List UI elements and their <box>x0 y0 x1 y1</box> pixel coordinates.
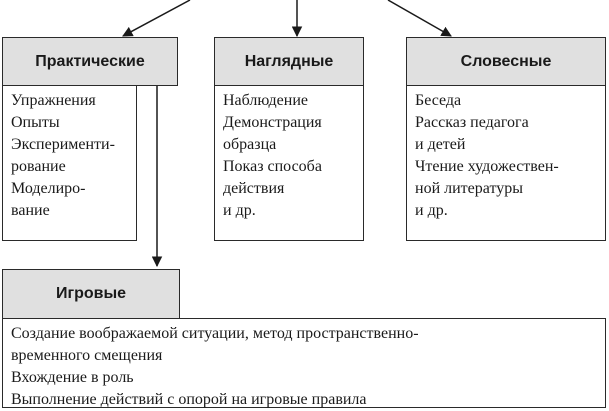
box-game-body: Создание воображаемой ситуации, метод пр… <box>2 318 606 408</box>
verbal-line: ной литературы <box>415 180 523 197</box>
visual-line: действия <box>223 180 285 197</box>
visual-line: образца <box>223 136 277 153</box>
box-practical-title: Практические <box>35 52 145 70</box>
verbal-line: Беседа <box>415 92 462 109</box>
box-verbal-header: Словесные <box>406 37 606 86</box>
box-practical-body: Упражнения Опыты Эксперименти- рование М… <box>2 85 137 241</box>
visual-line: Показ способа <box>223 158 322 175</box>
box-game-title: Игровые <box>55 285 127 302</box>
box-verbal-body: Беседа Рассказ педагога и детей Чтение х… <box>406 85 606 241</box>
box-visual-title: Наглядные <box>244 52 334 70</box>
practical-line: вание <box>11 202 50 219</box>
practical-line: рование <box>11 158 66 175</box>
game-line: Выполнение действий с опорой на игровые … <box>11 391 367 408</box>
verbal-line: Рассказ педагога <box>415 114 529 131</box>
practical-line: Эксперименти- <box>11 136 115 153</box>
arrow-to-practical <box>122 0 191 37</box>
practical-line: Упражнения <box>11 92 96 109</box>
verbal-line: и детей <box>415 136 466 153</box>
practical-line: Опыты <box>11 114 60 131</box>
practical-line: Моделиро- <box>11 180 86 197</box>
box-visual-header: Наглядные <box>214 37 364 86</box>
game-line: временного смещения <box>11 347 163 364</box>
connector-arrows <box>122 0 452 268</box>
box-game-header: Игровые <box>2 269 180 319</box>
game-line: Создание воображаемой ситуации, метод пр… <box>11 325 419 342</box>
visual-line: и др. <box>223 202 256 219</box>
verbal-line: и др. <box>415 202 448 219</box>
box-visual-body: Наблюдение Демонстрация образца Показ сп… <box>214 85 364 241</box>
arrow-to-verbal <box>387 0 452 37</box>
visual-line: Демонстрация <box>223 114 322 131</box>
box-verbal-title: Словесные <box>460 52 552 70</box>
game-line: Вхождение в роль <box>11 369 134 386</box>
visual-line: Наблюдение <box>223 92 308 109</box>
verbal-line: Чтение художествен- <box>415 158 559 175</box>
box-practical-header: Практические <box>2 37 178 86</box>
